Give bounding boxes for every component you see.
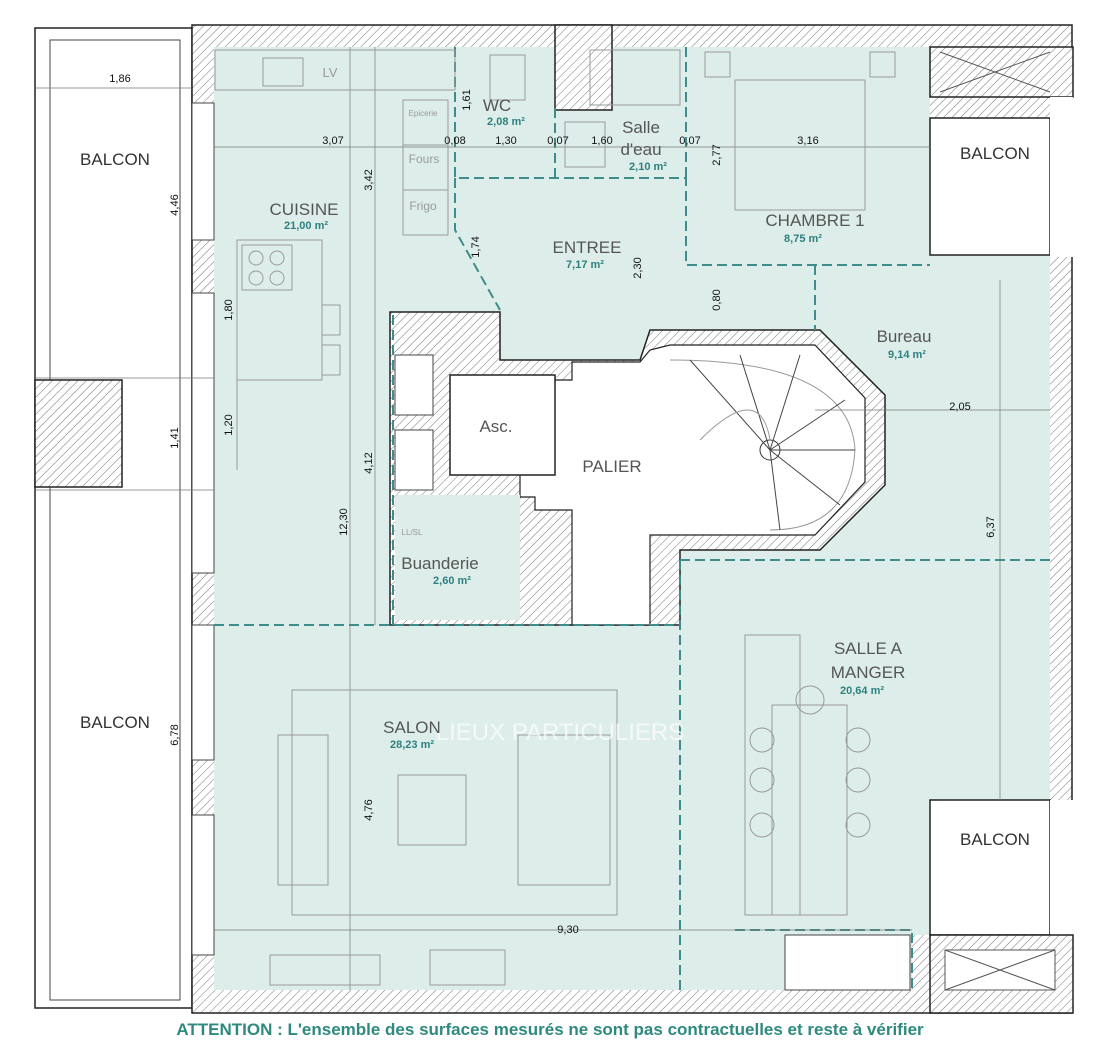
svg-text:0,07: 0,07 (679, 135, 700, 147)
elevator (449, 374, 556, 476)
svg-text:Salle: Salle (622, 118, 660, 137)
right-balcony-bottom (929, 799, 1051, 936)
svg-text:3,42: 3,42 (363, 169, 375, 190)
right-top-box (929, 46, 1074, 98)
svg-text:28,23 m²: 28,23 m² (390, 739, 434, 751)
room-salle-a-manger: SALLE A MANGER 20,64 m² (831, 639, 906, 697)
svg-text:0,08: 0,08 (444, 135, 465, 147)
svg-text:9,14 m²: 9,14 m² (888, 349, 926, 361)
svg-text:Bureau: Bureau (877, 327, 932, 346)
left-balcony (34, 27, 193, 1009)
svg-text:Buanderie: Buanderie (401, 554, 479, 573)
svg-text:ENTREE: ENTREE (553, 238, 622, 257)
svg-text:7,17 m²: 7,17 m² (566, 259, 604, 271)
room-salle-eau: Salle d'eau 2,10 m² (620, 118, 667, 173)
room-wc: WC 2,08 m² (483, 96, 525, 128)
svg-text:21,00 m²: 21,00 m² (284, 220, 328, 232)
svg-text:1,80: 1,80 (223, 299, 235, 320)
svg-text:2,60 m²: 2,60 m² (433, 575, 471, 587)
salon-furniture (269, 689, 618, 986)
palier-label: PALIER (582, 457, 641, 476)
svg-text:2,10 m²: 2,10 m² (629, 161, 667, 173)
kitchen-furniture (214, 49, 456, 381)
room-buanderie: Buanderie 2,60 m² (401, 554, 479, 587)
svg-text:CUISINE: CUISINE (270, 200, 339, 219)
fixture-epicerie: Epicerie (409, 109, 438, 118)
svg-text:1,86: 1,86 (109, 73, 130, 85)
svg-text:4,46: 4,46 (169, 194, 181, 215)
fixture-llsl: LL/SL (402, 528, 423, 537)
palier-area (519, 344, 866, 626)
svg-text:WC: WC (483, 96, 511, 115)
svg-text:2,05: 2,05 (949, 401, 970, 413)
svg-text:1,41: 1,41 (169, 427, 181, 448)
svg-text:MANGER: MANGER (831, 663, 906, 682)
elevator-label: Asc. (479, 417, 512, 436)
svg-text:1,20: 1,20 (223, 414, 235, 435)
room-cuisine: CUISINE 21,00 m² (270, 200, 339, 232)
svg-text:CHAMBRE 1: CHAMBRE 1 (765, 211, 864, 230)
svg-text:1,60: 1,60 (591, 135, 612, 147)
room-bureau: Bureau 9,14 m² (877, 327, 932, 361)
svg-text:4,12: 4,12 (363, 452, 375, 473)
svg-text:2,30: 2,30 (632, 257, 644, 278)
room-salon: SALON 28,23 m² (383, 718, 441, 751)
fixture-fours: Fours (409, 152, 440, 166)
svg-text:3,07: 3,07 (322, 135, 343, 147)
svg-text:SALON: SALON (383, 718, 441, 737)
svg-text:1,61: 1,61 (461, 89, 473, 110)
disclaimer-text: ATTENTION : L'ensemble des surfaces mesu… (176, 1020, 924, 1039)
room-entree: ENTREE 7,17 m² (553, 238, 622, 271)
svg-text:20,64 m²: 20,64 m² (840, 685, 884, 697)
balcony-label: BALCON (960, 144, 1030, 163)
watermark: LIEUX PARTICULIERS (436, 719, 685, 746)
svg-text:2,08 m²: 2,08 m² (487, 116, 525, 128)
svg-text:1,74: 1,74 (470, 236, 482, 257)
svg-text:1,30: 1,30 (495, 135, 516, 147)
balcony-label: BALCON (80, 713, 150, 732)
dimensions: 1,86 4,46 1,41 6,78 3,07 0,08 1,30 0,07 … (109, 73, 997, 936)
dining-furniture (744, 634, 911, 991)
balcony-label: BALCON (960, 830, 1030, 849)
fixture-lv: LV (323, 65, 338, 80)
bedroom-furniture (489, 49, 896, 211)
right-balcony-top (929, 117, 1051, 256)
svg-text:6,78: 6,78 (169, 724, 181, 745)
svg-text:2,77: 2,77 (711, 144, 723, 165)
svg-text:8,75 m²: 8,75 m² (784, 233, 822, 245)
svg-text:4,76: 4,76 (363, 799, 375, 820)
pillar (34, 379, 123, 488)
svg-text:SALLE A: SALLE A (834, 639, 903, 658)
svg-text:0,07: 0,07 (547, 135, 568, 147)
svg-text:12,30: 12,30 (338, 508, 350, 536)
fixture-frigo: Frigo (409, 199, 437, 213)
room-chambre-1: CHAMBRE 1 8,75 m² (765, 211, 864, 245)
balcony-label: BALCON (80, 150, 150, 169)
svg-text:6,37: 6,37 (985, 516, 997, 537)
svg-text:0,80: 0,80 (711, 289, 723, 310)
svg-text:d'eau: d'eau (620, 140, 661, 159)
svg-text:3,16: 3,16 (797, 135, 818, 147)
svg-text:9,30: 9,30 (557, 924, 578, 936)
spiral-staircase (669, 354, 856, 531)
